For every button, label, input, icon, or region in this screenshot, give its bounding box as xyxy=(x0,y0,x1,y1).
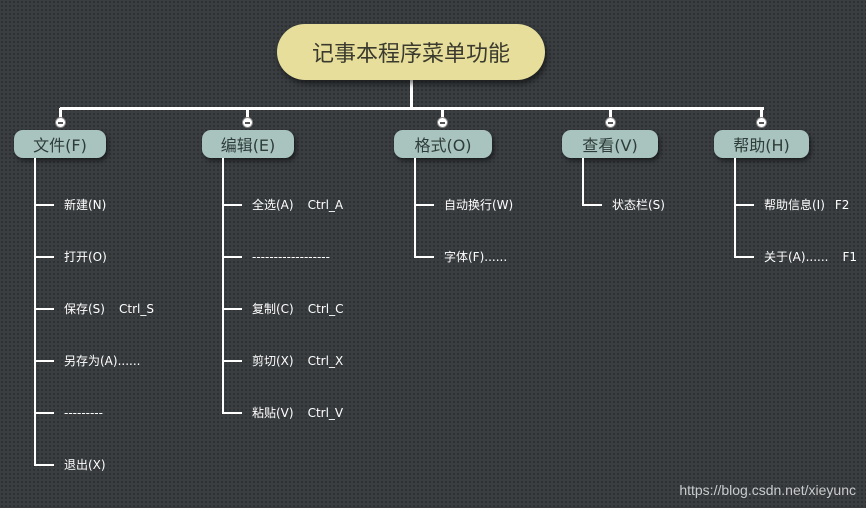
menu-item-cut[interactable]: 剪切(X)Ctrl_X xyxy=(252,354,344,368)
branch xyxy=(34,360,54,362)
menu-item-word-wrap[interactable]: 自动换行(W) xyxy=(444,198,514,212)
menu-item-exit[interactable]: 退出(X) xyxy=(64,458,106,472)
branch xyxy=(34,256,54,258)
branch xyxy=(414,204,434,206)
menu-item-help-info[interactable]: 帮助信息(I)F2 xyxy=(764,198,850,212)
menu-edit[interactable]: 编辑(E) xyxy=(202,130,294,158)
drop-view xyxy=(609,108,612,122)
menu-item-paste[interactable]: 粘贴(V)Ctrl_V xyxy=(252,406,344,420)
branch xyxy=(34,204,54,206)
horizontal-bus xyxy=(60,107,764,110)
branch xyxy=(582,204,602,206)
branch xyxy=(34,464,54,466)
branch xyxy=(222,360,242,362)
drop-edit xyxy=(246,108,249,122)
menu-help[interactable]: 帮助(H) xyxy=(714,130,809,158)
branch xyxy=(734,204,754,206)
root-stem xyxy=(410,80,413,108)
drop-help xyxy=(760,108,763,122)
menu-item-about[interactable]: 关于(A)......F1 xyxy=(764,250,858,264)
collapse-icon[interactable] xyxy=(756,117,767,128)
collapse-icon[interactable] xyxy=(242,117,253,128)
menu-item-open[interactable]: 打开(O) xyxy=(64,250,107,264)
menu-item-save-as[interactable]: 另存为(A)...... xyxy=(64,354,141,368)
trunk-help xyxy=(734,158,736,257)
drop-file xyxy=(59,108,62,122)
branch xyxy=(222,256,242,258)
branch xyxy=(222,308,242,310)
branch xyxy=(734,256,754,258)
menu-item-select-all[interactable]: 全选(A)Ctrl_A xyxy=(252,198,344,212)
menu-item-new[interactable]: 新建(N) xyxy=(64,198,107,212)
root-topic[interactable]: 记事本程序菜单功能 xyxy=(277,24,545,80)
menu-separator: ------------------ xyxy=(252,250,330,264)
menu-format[interactable]: 格式(O) xyxy=(394,130,492,158)
branch xyxy=(414,256,434,258)
drop-format xyxy=(441,108,444,122)
branch xyxy=(222,412,242,414)
trunk-format xyxy=(414,158,416,257)
menu-item-font[interactable]: 字体(F)...... xyxy=(444,250,508,264)
menu-view[interactable]: 查看(V) xyxy=(562,130,658,158)
menu-item-copy[interactable]: 复制(C)Ctrl_C xyxy=(252,302,344,316)
trunk-view xyxy=(582,158,584,205)
branch xyxy=(34,308,54,310)
branch xyxy=(34,412,54,414)
collapse-icon[interactable] xyxy=(55,117,66,128)
collapse-icon[interactable] xyxy=(605,117,616,128)
trunk-edit xyxy=(222,158,224,413)
watermark: https://blog.csdn.net/xieyunc xyxy=(679,482,856,498)
menu-separator: --------- xyxy=(64,406,103,420)
menu-file[interactable]: 文件(F) xyxy=(14,130,106,158)
branch xyxy=(222,204,242,206)
trunk-file xyxy=(34,158,36,465)
menu-item-save[interactable]: 保存(S)Ctrl_S xyxy=(64,302,154,316)
menu-item-status-bar[interactable]: 状态栏(S) xyxy=(612,198,665,212)
collapse-icon[interactable] xyxy=(437,117,448,128)
